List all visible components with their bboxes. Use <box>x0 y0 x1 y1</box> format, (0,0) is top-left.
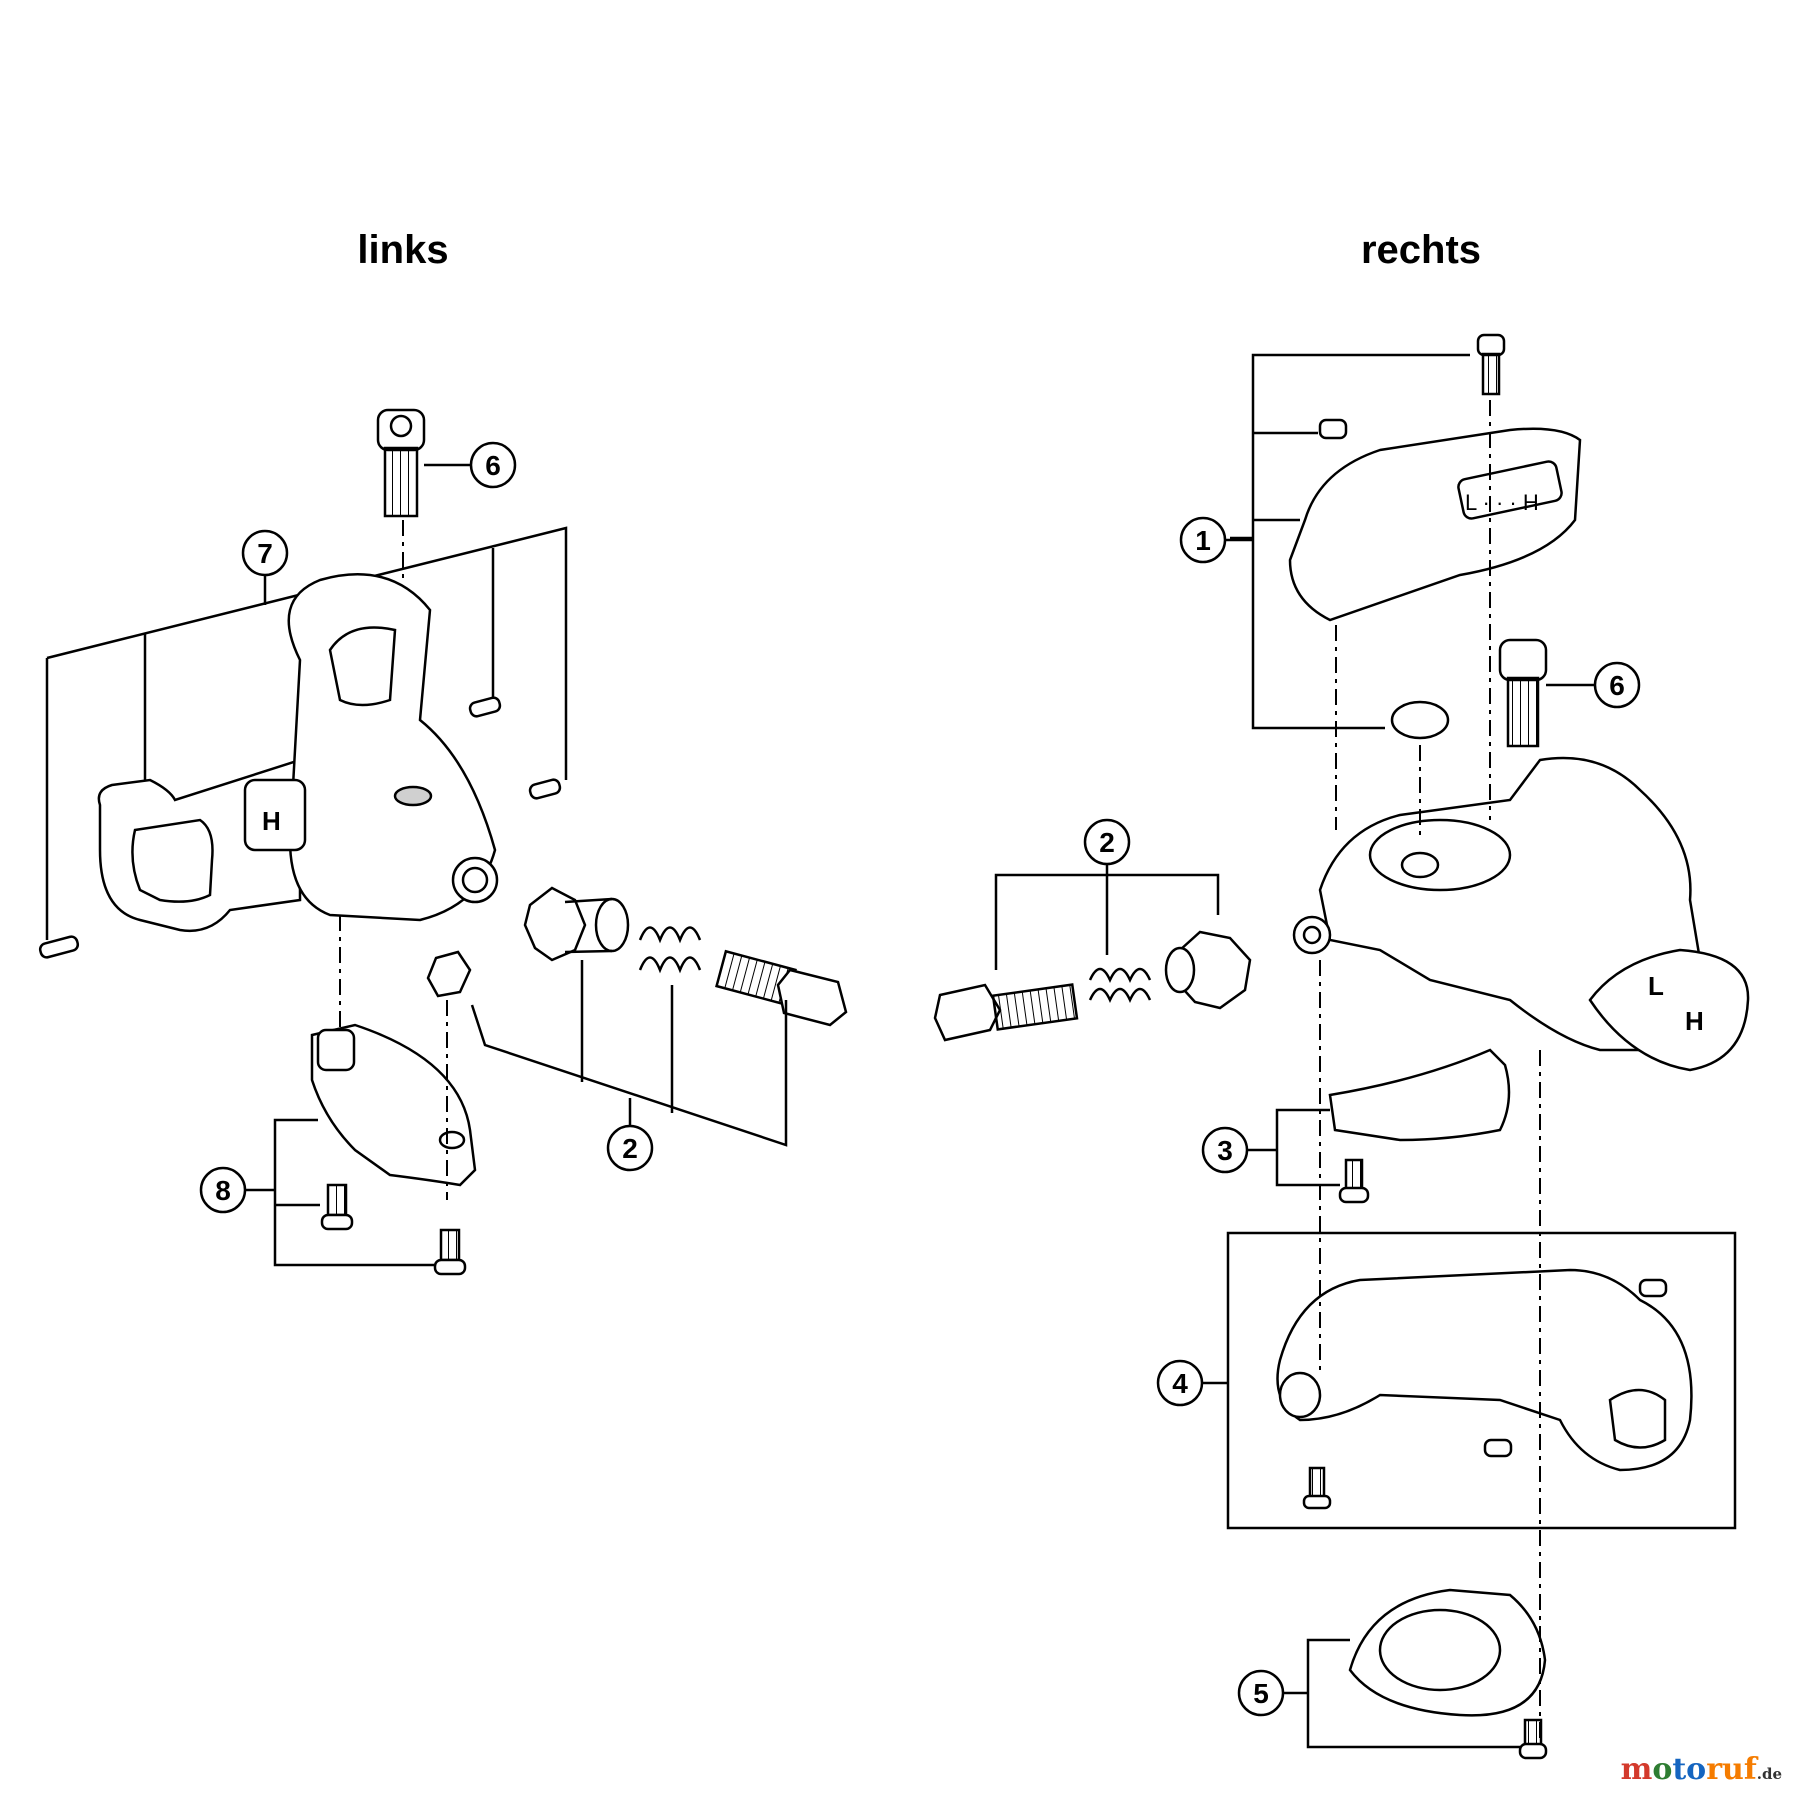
callout-right-4: 4 <box>1156 1359 1228 1407</box>
left-group8-screws <box>320 1183 467 1276</box>
left-group2-bracket <box>470 960 788 1147</box>
callout-right-6: 6 <box>1546 661 1641 709</box>
left-centerlines <box>339 520 448 1200</box>
callout-right-3: 3 <box>1201 1126 1277 1174</box>
svg-text:3: 3 <box>1217 1135 1233 1166</box>
left-nut <box>426 950 472 998</box>
svg-text:L: L <box>1648 971 1664 1001</box>
right-clip-3 <box>1328 1048 1511 1142</box>
right-group3-bracket <box>1275 1108 1340 1187</box>
left-spring <box>638 926 702 974</box>
callouts: 6 7 2 8 1 6 2 <box>199 441 1641 1717</box>
right-indicator-disc <box>1390 700 1450 740</box>
right-lever-cover <box>1288 427 1582 622</box>
left-adjuster-knob <box>523 886 630 962</box>
heading-left: links <box>357 228 449 272</box>
callout-right-2: 2 <box>1083 818 1131 866</box>
right-barrel-adjuster <box>933 983 1079 1042</box>
left-bolt-6 <box>376 408 426 518</box>
callout-right-1: 1 <box>1179 516 1253 564</box>
callout-left-2: 2 <box>606 1098 654 1172</box>
right-group4-box <box>1226 1231 1737 1530</box>
svg-text:7: 7 <box>257 538 273 569</box>
svg-text:1: 1 <box>1195 525 1211 556</box>
svg-text:H: H <box>262 806 281 836</box>
right-bolt-6 <box>1498 638 1548 748</box>
right-adjuster-knob <box>1164 930 1252 1010</box>
left-barrel-adjuster <box>715 949 848 1027</box>
heading-right: rechts <box>1360 228 1482 272</box>
watermark-logo: motoruf.de <box>1620 1752 1782 1787</box>
callout-left-8: 8 <box>199 1166 275 1214</box>
svg-text:2: 2 <box>622 1133 638 1164</box>
svg-text:H: H <box>1685 1006 1704 1036</box>
right-spring <box>1088 967 1152 1004</box>
left-assembly: H <box>38 408 848 1276</box>
callout-left-7: 7 <box>241 529 289 590</box>
callout-left-6: 6 <box>424 441 517 489</box>
svg-text:6: 6 <box>1609 670 1625 701</box>
right-group1-bracket <box>1230 353 1470 730</box>
right-assembly: L · · · H L H <box>933 333 1750 1760</box>
left-group7-bracket <box>45 526 568 940</box>
left-small-screws <box>38 696 562 959</box>
right-group2-bracket <box>994 865 1220 970</box>
svg-text:8: 8 <box>215 1175 231 1206</box>
right-centerlines <box>1319 400 1541 1740</box>
left-group8-bracket <box>273 1118 435 1267</box>
right-housing-4 <box>1276 1268 1693 1472</box>
svg-text:4: 4 <box>1172 1368 1188 1399</box>
svg-text:6: 6 <box>485 450 501 481</box>
svg-text:L · · · H: L · · · H <box>1465 490 1539 515</box>
svg-text:5: 5 <box>1253 1678 1269 1709</box>
callout-right-5: 5 <box>1237 1669 1308 1717</box>
svg-text:2: 2 <box>1099 827 1115 858</box>
